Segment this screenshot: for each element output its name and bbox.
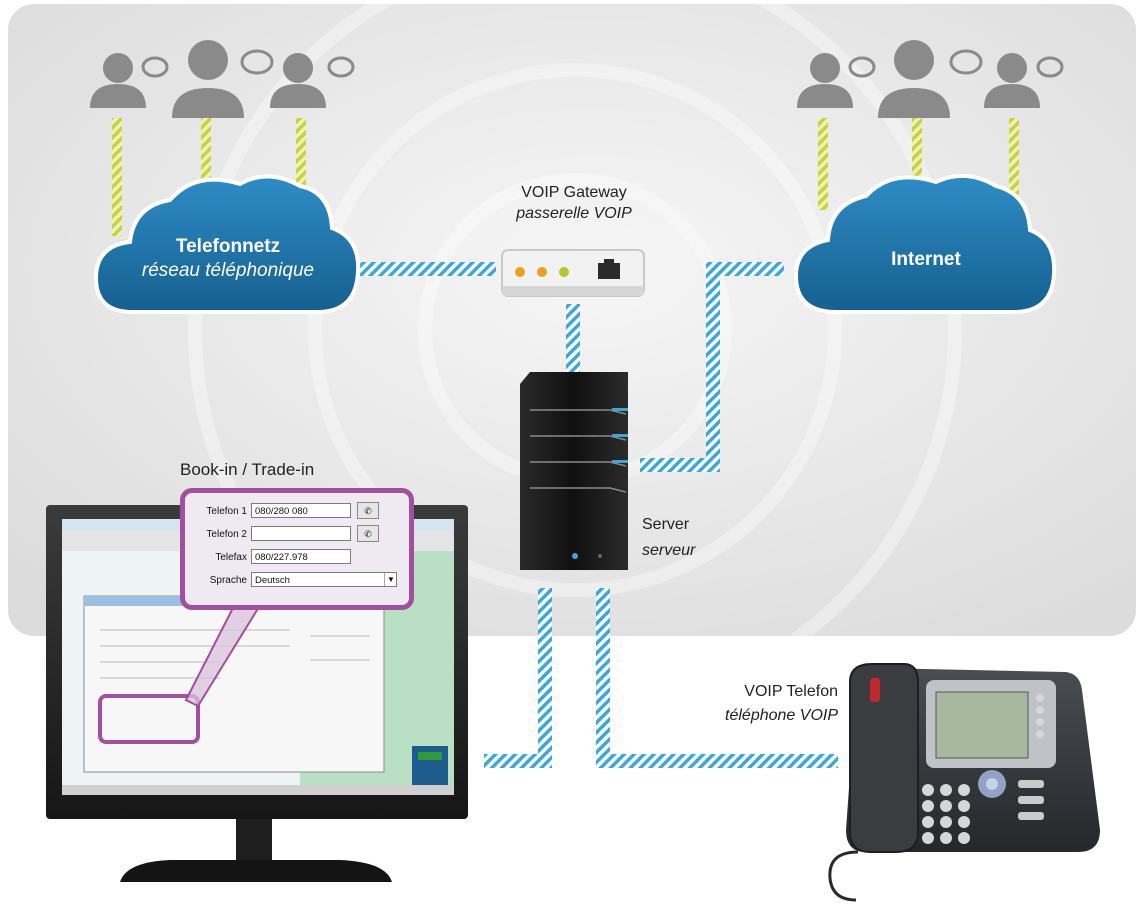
telefax-field[interactable]: 080/227.978 bbox=[251, 549, 351, 564]
user-links bbox=[112, 118, 1019, 236]
chevron-down-icon[interactable]: ▼ bbox=[384, 573, 397, 586]
server-label: Server serveur bbox=[642, 516, 695, 560]
gateway-label: VOIP Gateway passerelle VOIP bbox=[480, 184, 668, 223]
internet-cloud bbox=[793, 173, 1057, 314]
voip-phone-label: VOIP Telefon téléphone VOIP bbox=[660, 683, 838, 725]
telefon-1-label: Telefon 1 bbox=[206, 506, 247, 517]
telephone-network-cloud bbox=[93, 174, 361, 314]
voip-phone-title: VOIP Telefon bbox=[744, 683, 838, 700]
telefax-label: Telefax bbox=[215, 552, 247, 563]
software-callout-title: Book-in / Trade-in bbox=[180, 460, 315, 479]
telephone-network-title: Telefonnetz bbox=[175, 236, 281, 257]
telephone-network-label: Telefonnetz réseau téléphonique bbox=[108, 236, 348, 282]
phone-fields-callout: Telefon 1 080/280 080 ✆ Telefon 2 ✆ Tele… bbox=[180, 488, 414, 610]
sprache-label: Sprache bbox=[209, 575, 247, 586]
sprache-select[interactable]: Deutsch bbox=[251, 572, 397, 587]
server-subtitle: serveur bbox=[642, 542, 696, 559]
user-group-right-icon bbox=[797, 40, 1064, 118]
voip-phone-subtitle: téléphone VOIP bbox=[725, 707, 838, 724]
network-links bbox=[360, 262, 838, 768]
telefon-2-label: Telefon 2 bbox=[206, 529, 247, 540]
internet-label: Internet bbox=[891, 249, 961, 270]
telefon-2-field[interactable] bbox=[251, 526, 351, 541]
gateway-title: VOIP Gateway bbox=[521, 184, 627, 201]
background-rings bbox=[188, 0, 962, 717]
gateway-subtitle: passerelle VOIP bbox=[516, 205, 632, 222]
server-tower-icon bbox=[520, 372, 628, 570]
server-title: Server bbox=[642, 516, 690, 533]
telefax-row: Telefax 080/227.978 bbox=[185, 549, 409, 567]
user-group-left-icon bbox=[90, 40, 355, 118]
telefon-2-row: Telefon 2 ✆ bbox=[185, 525, 409, 544]
gateway-router-icon bbox=[501, 249, 645, 297]
telefon-1-row: Telefon 1 080/280 080 ✆ bbox=[185, 502, 409, 521]
telephone-network-subtitle: réseau téléphonique bbox=[141, 260, 315, 281]
sprache-row: Sprache Deutsch ▼ bbox=[185, 572, 409, 590]
ip-desk-phone-icon bbox=[828, 663, 1100, 902]
telefon-1-field[interactable]: 080/280 080 bbox=[251, 503, 351, 518]
dial-telefon-1-button[interactable]: ✆ bbox=[357, 502, 379, 519]
dial-telefon-2-button[interactable]: ✆ bbox=[357, 525, 379, 542]
